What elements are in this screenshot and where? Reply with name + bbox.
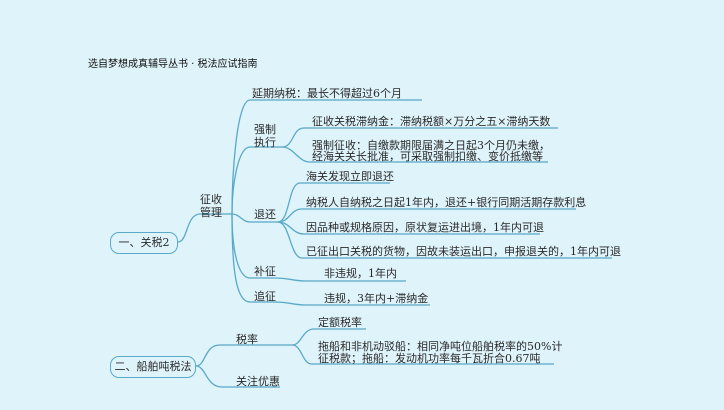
- node-refund-item: 因品种或规格原因，原状复运进出境，1年内可退: [306, 221, 544, 234]
- node-refund-item: 已征出口关税的货物，因故未装运出口，申报退关的，1年内可退: [306, 245, 621, 258]
- node-extension: 延期纳税：最长不得超过6个月: [252, 87, 402, 100]
- node-recovery: 追征: [254, 290, 276, 303]
- node-refund-item: 纳税人自纳税之日起1年内，退还+银行同期活期存款利息: [306, 196, 587, 209]
- node-rate-note: 征税款；拖船：发动机功率每千瓦折合0.67吨: [318, 352, 541, 365]
- connector-rate-1: [291, 328, 366, 346]
- page-header: 选自梦想成真辅导丛书 · 税法应试指南: [88, 59, 258, 70]
- node-customs-root: 一、关税2: [110, 232, 178, 254]
- connector-latefee: [281, 127, 558, 148]
- connector-refund-1: [277, 182, 390, 223]
- connector-tonnage-to-rate: [195, 344, 292, 367]
- connector-refund-2: [277, 208, 576, 223]
- connector-refund-4: [277, 221, 612, 259]
- connector-to-refund: [231, 213, 278, 223]
- connector-to-recovery: [231, 213, 274, 303]
- node-enforcement: 强制执行: [254, 123, 276, 149]
- node-collection-mgmt: 征收管理: [200, 193, 222, 219]
- node-attention: 关注优惠: [236, 375, 280, 388]
- connector-supplement-leaf: [273, 277, 406, 282]
- node-refund: 退还: [254, 208, 276, 221]
- node-refund-item: 海关发现立即退还: [306, 170, 394, 183]
- node-rate-item: 拖船和非机动驳船：相同净吨位船舶税率的50%计: [318, 340, 563, 353]
- node-recovery-desc: 违规，3年内+滞纳金: [324, 292, 429, 305]
- connector-rate-2: [291, 344, 554, 365]
- connector-recovery-leaf: [273, 301, 430, 306]
- node-forced-line1: 强制征收：自缴款期限届满之日起3个月仍未缴，: [312, 139, 550, 152]
- connector-forced: [281, 146, 548, 163]
- node-late-fee: 征收关税滞纳金：滞纳税额×万分之五×滞纳天数: [312, 115, 551, 128]
- node-forced-line2: 经海关关长批准，可采取强制扣缴、变价抵缴等: [312, 150, 543, 163]
- connector-root-to-collection: [177, 213, 232, 243]
- connector-tonnage-to-attention: [195, 365, 280, 388]
- node-rate: 税率: [236, 333, 258, 346]
- node-supplement: 补征: [254, 265, 276, 278]
- node-tonnage-root: 二、船舶吨税法: [110, 356, 196, 378]
- connector-to-enforcement: [231, 146, 282, 215]
- node-supplement-desc: 非违规，1年内: [324, 267, 397, 280]
- node-rate-item: 定额税率: [318, 316, 362, 329]
